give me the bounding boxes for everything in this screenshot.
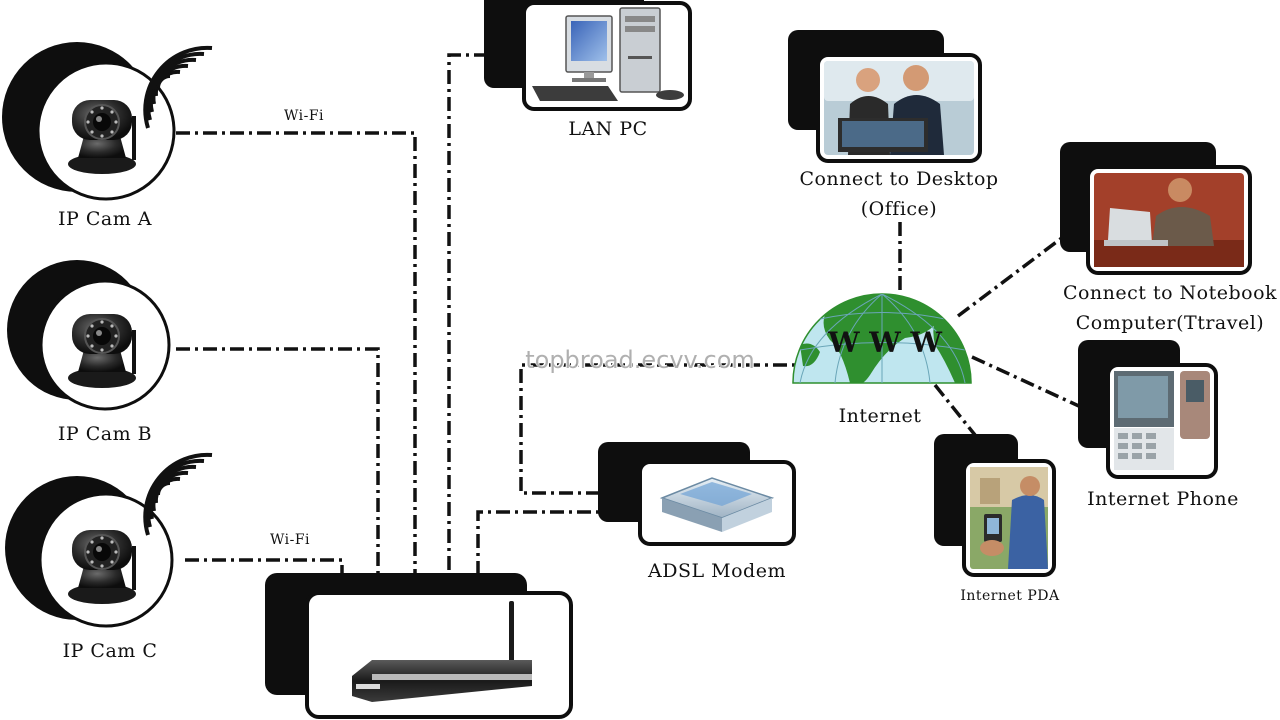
internet-globe[interactable]: W W W: [792, 290, 972, 385]
cam-b-label: IP Cam B: [57, 423, 153, 445]
photo-icon: [1094, 173, 1244, 267]
adsl-modem-label: ADSL Modem: [648, 560, 786, 582]
modem-icon: [659, 477, 775, 532]
link-lan-pc: [447, 53, 488, 575]
desktop-office[interactable]: [788, 30, 982, 163]
desktop-label-line1: Connect to Desktop: [799, 168, 999, 190]
notebook-label: Connect to Notebook Computer(Ttravel): [1063, 278, 1277, 338]
link-cam-a: [176, 131, 417, 575]
link-router-modem: [476, 510, 600, 575]
phone-label: Internet Phone: [1087, 488, 1239, 510]
wifi-c-label: Wi-Fi: [269, 532, 311, 548]
ip-cam-c[interactable]: [5, 452, 214, 628]
desktop-label: Connect to Desktop (Office): [799, 164, 998, 224]
pda-icon: [970, 467, 1048, 569]
connection-lines: [176, 53, 1106, 590]
link-globe-pda: [933, 383, 977, 437]
globe-www-text: W W W: [827, 326, 942, 359]
desktop-label-line2: (Office): [860, 198, 938, 220]
notebook-label-line2: Computer(Ttravel): [1075, 312, 1265, 334]
desktop-pc-icon: [532, 7, 684, 101]
pda-label: Internet PDA: [960, 588, 1060, 604]
wifi-router[interactable]: [265, 573, 573, 719]
cam-a-label: IP Cam A: [58, 208, 152, 230]
link-modem-internet: [519, 363, 795, 495]
cam-c-label: IP Cam C: [62, 640, 158, 662]
watermark: topbroad.ecvv.com: [525, 346, 755, 374]
internet-pda[interactable]: [934, 434, 1056, 577]
link-cam-b: [176, 347, 380, 575]
photo-icon: [824, 61, 974, 155]
ip-cam-a[interactable]: [2, 42, 214, 201]
ip-cam-b[interactable]: [7, 260, 171, 411]
lan-pc-label: LAN PC: [568, 118, 648, 140]
adsl-modem[interactable]: [598, 442, 796, 546]
internet-label: Internet: [838, 405, 922, 427]
globe-icon: [792, 293, 972, 384]
phone-icon: [1114, 371, 1210, 470]
notebook-label-line1: Connect to Notebook: [1062, 282, 1278, 304]
internet-phone[interactable]: [1078, 340, 1218, 479]
link-cam-c: [185, 558, 344, 590]
lan-pc[interactable]: [484, 0, 692, 111]
notebook-travel[interactable]: [1060, 142, 1252, 275]
link-globe-notebook: [956, 226, 1077, 318]
router-icon: [352, 601, 532, 702]
wifi-a-label: Wi-Fi: [283, 108, 325, 124]
